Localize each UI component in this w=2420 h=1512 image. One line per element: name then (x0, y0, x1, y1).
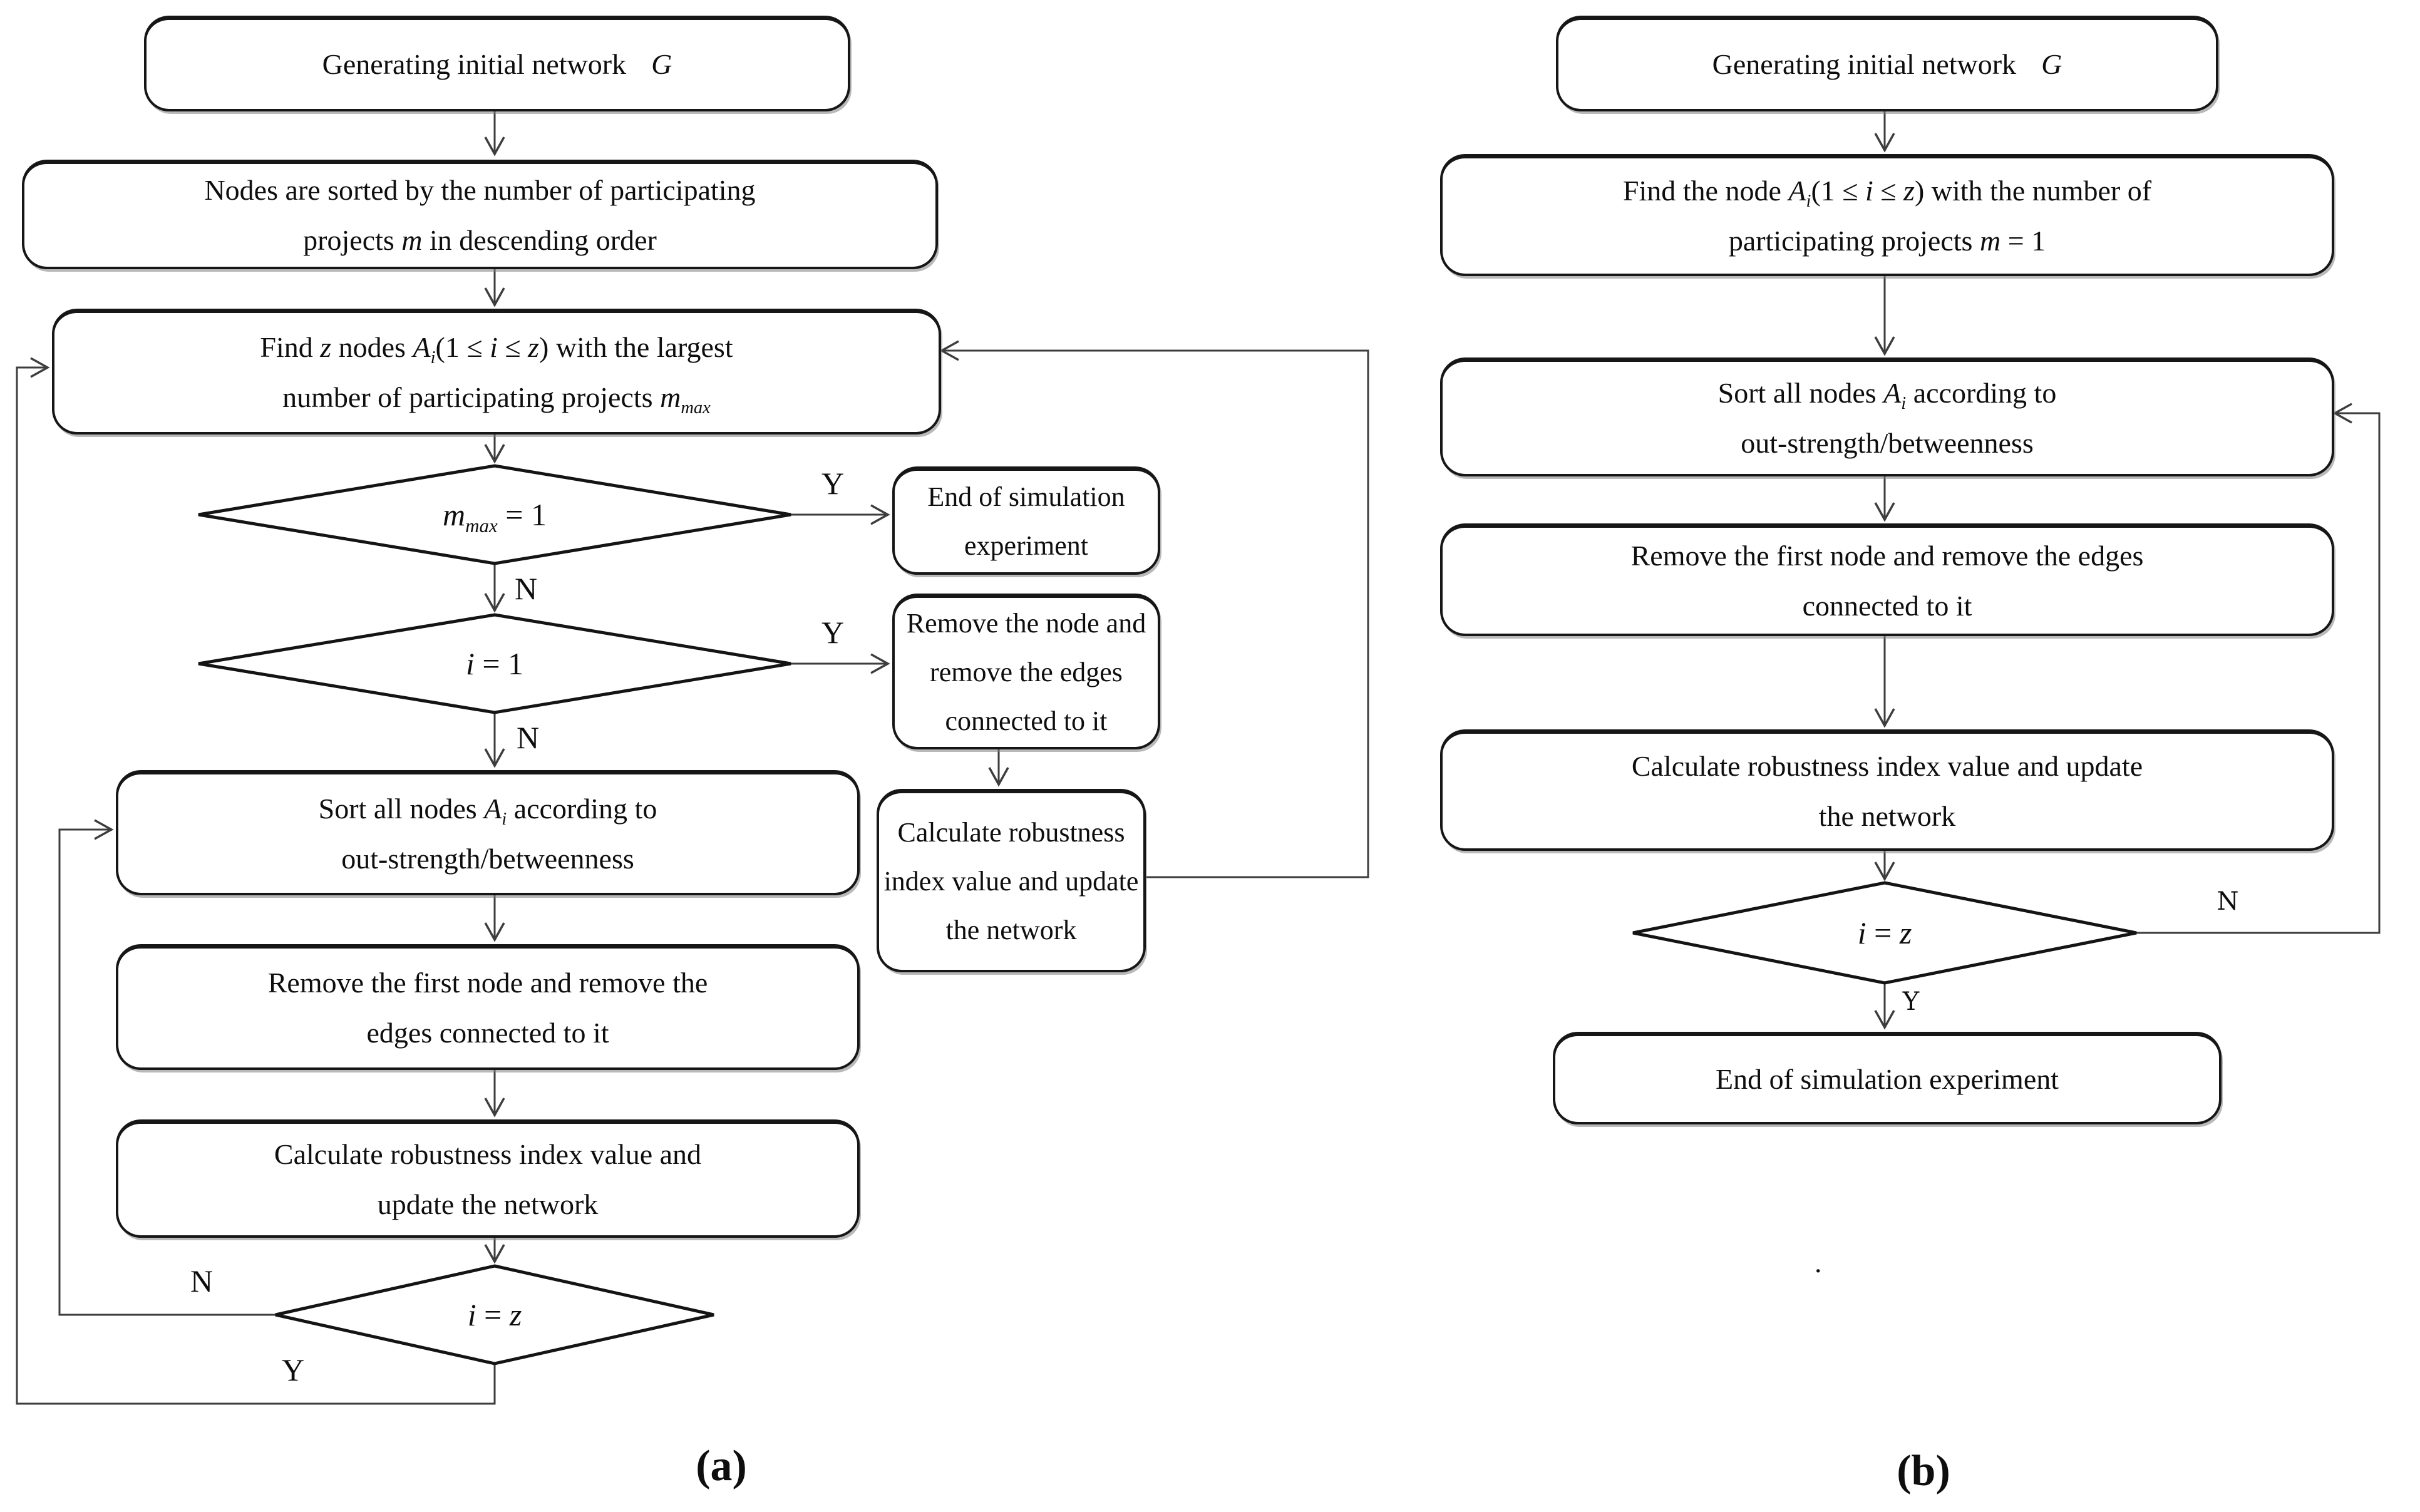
diamond-a-mmax-text: mmax = 1 (443, 497, 547, 537)
label-a-i1-yes: Y (821, 615, 845, 650)
node-a-find-z-nodes-label: Find z nodes Ai(1 ≤ i ≤ z) with the larg… (260, 331, 733, 418)
node-b-calc-update-label: Calculate robustness index value and upd… (1631, 749, 2143, 832)
diamond-a-i1-check (198, 613, 791, 714)
diamond-b-iz-check (1632, 881, 2137, 985)
diamond-a-mmax-label: mmax = 1 (198, 466, 791, 563)
caption-a: (a) (696, 1442, 747, 1490)
edge-a-iz-findz-yes (16, 357, 496, 1405)
diamond-a-i1-label: i = 1 (198, 615, 791, 712)
node-b-end-sim-label: End of simulation experiment (1715, 1062, 2059, 1095)
node-b-remove-first-label: Remove the first node and remove the edg… (1630, 539, 2144, 622)
node-b-end-sim: End of simulation experiment (1553, 1032, 2222, 1124)
diamond-b-iz-label: i = z (1633, 883, 2136, 983)
label-a-mmax-no: N (514, 571, 538, 606)
label-a-iz-no: N (190, 1263, 214, 1299)
node-a-sort-by-m: Nodes are sorted by the number of partic… (22, 160, 938, 269)
diamond-a-iz-check (275, 1264, 714, 1365)
label-a-mmax-yes: Y (821, 466, 845, 501)
edge-a-iz-sortnodes-no (58, 819, 275, 1316)
node-b-find-node-label: Find the node Ai(1 ≤ i ≤ z) with the num… (1622, 175, 2152, 257)
caption-b: (b) (1897, 1447, 1950, 1495)
node-b-remove-first: Remove the first node and remove the edg… (1440, 523, 2334, 636)
diamond-a-i1-text: i = 1 (465, 646, 524, 681)
label-b-iz-no: N (2217, 887, 2239, 916)
node-b-find-node: Find the node Ai(1 ≤ i ≤ z) with the num… (1440, 154, 2334, 276)
node-a-find-z-nodes: Find z nodes Ai(1 ≤ i ≤ z) with the larg… (52, 309, 941, 435)
diamond-a-iz-text: i = z (467, 1297, 522, 1332)
label-a-i1-no: N (516, 720, 540, 755)
edge-b-iz-sortnodes-no (2136, 403, 2381, 934)
diamond-b-iz-text: i = z (1857, 915, 1912, 950)
diamond-a-mmax-check (198, 464, 791, 565)
diamond-a-iz-label: i = z (275, 1266, 714, 1364)
edge-a-calc-findz-feedback (939, 340, 1369, 878)
label-b-iz-yes: Y (1902, 987, 1920, 1016)
node-a-sort-by-m-label: Nodes are sorted by the number of partic… (204, 174, 756, 256)
stray-period-mark: . (1815, 1247, 1822, 1278)
node-b-calc-update: Calculate robustness index value and upd… (1440, 729, 2334, 851)
label-a-iz-yes: Y (281, 1352, 305, 1387)
